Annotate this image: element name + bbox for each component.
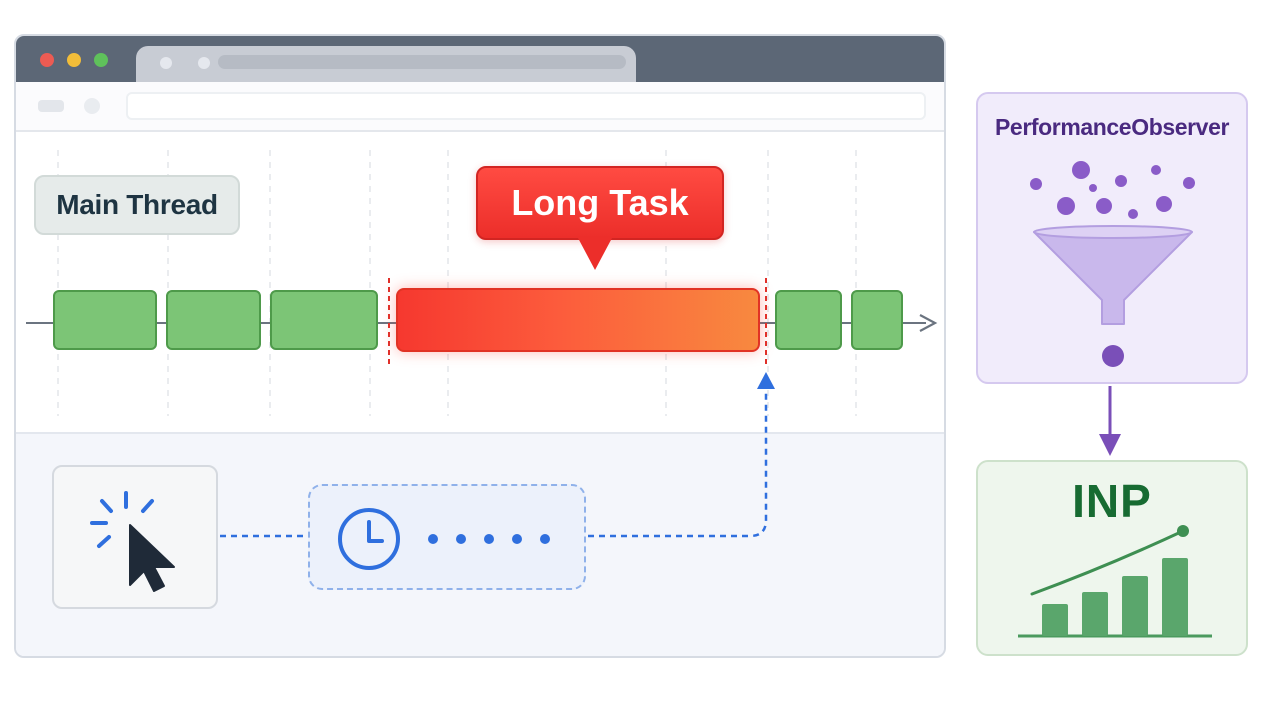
- reload-button[interactable]: [84, 98, 100, 114]
- clock-icon: [338, 508, 400, 570]
- input-delay-box: [308, 484, 586, 590]
- task-block: [270, 290, 378, 350]
- task-block: [851, 290, 903, 350]
- tab-title-placeholder: [218, 55, 626, 69]
- long-task-block: [396, 288, 760, 352]
- inp-metric-card: INP: [976, 460, 1248, 656]
- bar-chart-icon: [1018, 525, 1212, 638]
- delay-connector: [588, 388, 768, 538]
- timeline-arrow-icon: [919, 314, 938, 332]
- maximize-dot[interactable]: [94, 53, 108, 67]
- callout-pointer: [578, 238, 612, 270]
- inp-title: INP: [1072, 475, 1152, 527]
- long-task-callout: Long Task: [476, 166, 724, 240]
- cursor-click-icon: [90, 491, 175, 592]
- waiting-dots: [428, 534, 550, 544]
- minimize-dot[interactable]: [67, 53, 81, 67]
- timeline-grid: [57, 150, 857, 416]
- delay-arrow-icon: [757, 372, 775, 389]
- browser-toolbar: [16, 82, 944, 132]
- task-block: [166, 290, 261, 350]
- tab-icon: [198, 57, 210, 69]
- main-thread-label: Main Thread: [34, 175, 240, 235]
- funnel-icon: [1030, 161, 1195, 367]
- user-interaction-card: [52, 465, 218, 609]
- back-button[interactable]: [38, 100, 64, 112]
- browser-tab[interactable]: [136, 46, 636, 82]
- observer-title: PerformanceObserver: [994, 114, 1230, 140]
- close-dot[interactable]: [40, 53, 54, 67]
- performance-observer-card: PerformanceObserver: [976, 92, 1248, 384]
- task-block: [775, 290, 842, 350]
- tab-favicon: [160, 57, 172, 69]
- task-block: [53, 290, 157, 350]
- observer-arrow-icon: [1099, 434, 1121, 456]
- title-bar: [16, 36, 944, 82]
- address-bar[interactable]: [126, 92, 926, 120]
